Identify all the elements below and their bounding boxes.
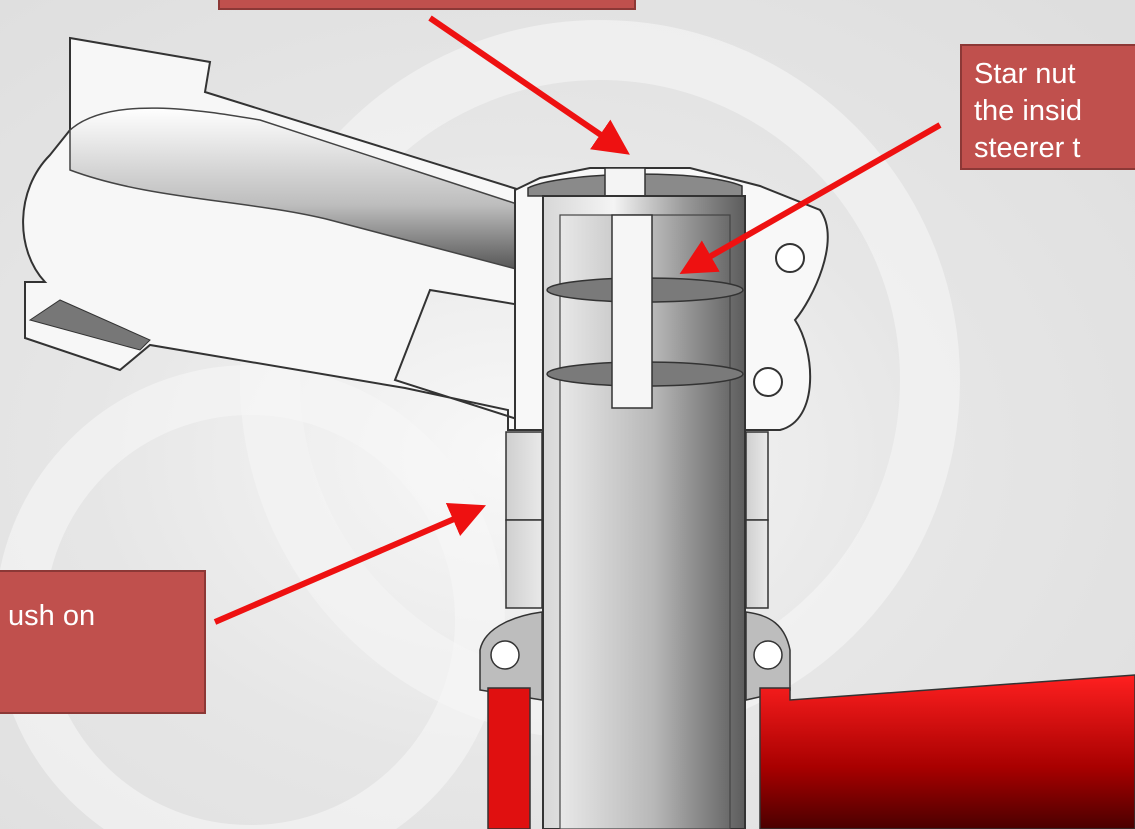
arrow-top-cap: [428, 15, 630, 155]
callout-star-nut: Star nut the insid steerer t: [960, 44, 1135, 170]
clamp-bolt-hole: [753, 367, 783, 397]
stem-lower-bore: [28, 299, 151, 351]
arrow-spacers: [213, 502, 487, 625]
frame-head-tube-left: [487, 687, 531, 829]
frame-top-tube: [759, 674, 1135, 829]
clamp-bolt-hole: [775, 243, 805, 273]
spacer: [505, 519, 543, 609]
steerer-tube: [542, 195, 746, 829]
star-nut-body: [611, 214, 653, 409]
bearing-ball: [753, 640, 783, 670]
callout-star-nut-line1: Star nut: [974, 58, 1076, 90]
callout-star-nut-line2: the insid: [974, 95, 1083, 127]
stem-upper-bore: [69, 107, 521, 271]
callout-spacers-line1: ush on: [8, 600, 96, 632]
spacer: [745, 519, 769, 609]
callout-star-nut-line3: steerer t: [974, 132, 1081, 164]
frame-head-tube: [487, 674, 1135, 829]
spacer: [505, 431, 543, 521]
headset-bearing: [479, 611, 791, 701]
callout-spacers: ush on: [0, 570, 206, 714]
callout-top-cap: [218, 0, 636, 10]
spacer: [745, 431, 769, 521]
bearing-ball: [490, 640, 520, 670]
headset-spacers: [505, 431, 769, 609]
arrow-star-nut: [679, 122, 942, 274]
